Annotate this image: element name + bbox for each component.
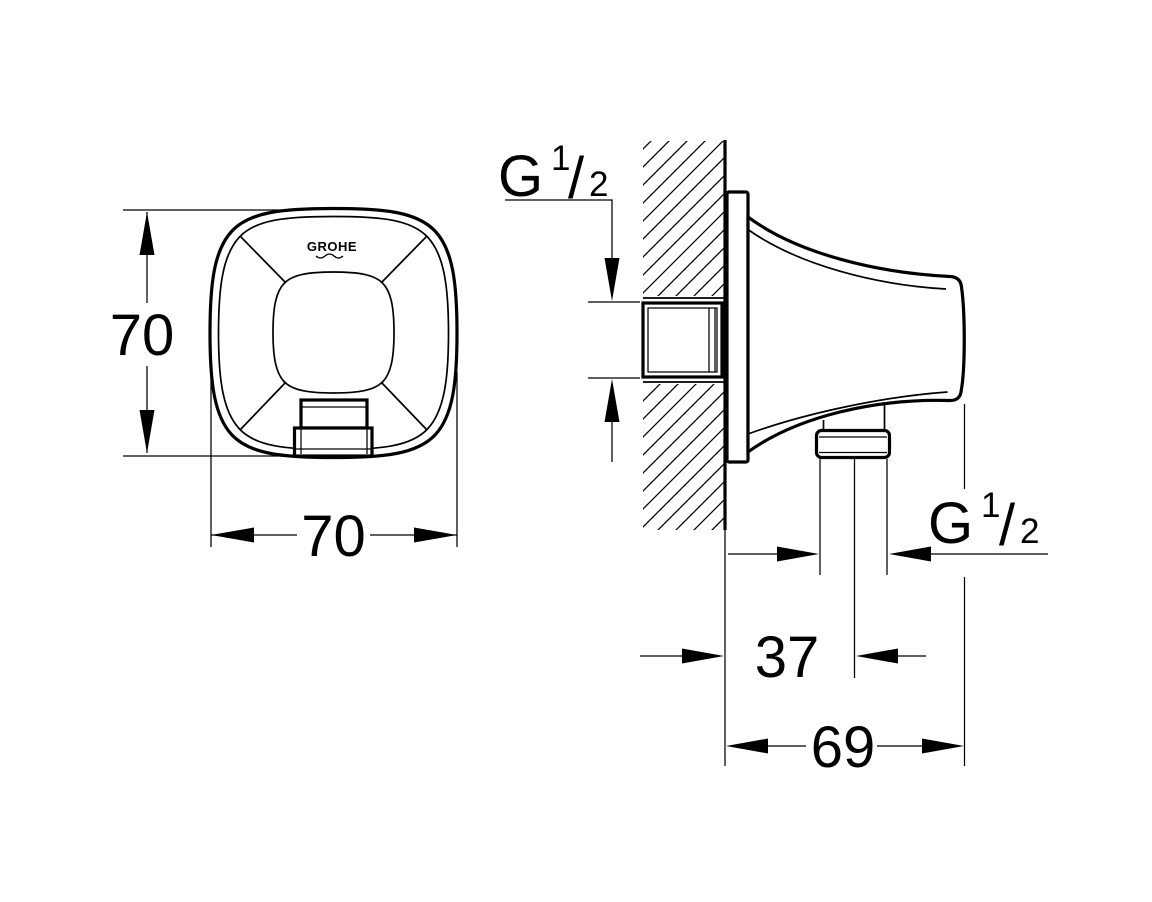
outlet-nut-front-lower bbox=[292, 426, 374, 458]
outlet-thread-dimension: G 1 / 2 bbox=[728, 486, 1048, 562]
inlet-connector bbox=[641, 301, 724, 379]
depth-arrow-left bbox=[726, 738, 768, 754]
side-view: G 1 / 2 G 1 / 2 bbox=[498, 139, 1048, 780]
body-inner-bottom-line bbox=[747, 391, 948, 435]
inlet-thread-arrow-up bbox=[604, 379, 620, 422]
height-arrow-up bbox=[139, 212, 155, 255]
wall-hatch-lower bbox=[643, 384, 725, 530]
outlet-nut bbox=[814, 428, 892, 460]
height-dim-label: 70 bbox=[110, 303, 175, 368]
outlet-thread-arrow-left bbox=[889, 546, 931, 562]
offset-arrow-left bbox=[856, 648, 898, 664]
outlet-thread-arrow-right bbox=[777, 546, 819, 562]
offset-dim-label: 37 bbox=[755, 625, 820, 690]
offset-arrow-right bbox=[682, 648, 724, 664]
bevel-line-top-right bbox=[380, 235, 428, 284]
width-dim-label: 70 bbox=[301, 504, 366, 569]
width-arrow-left bbox=[211, 527, 254, 543]
grohe-logo-wave bbox=[315, 253, 344, 259]
outlet-thread-label: G 1 / 2 bbox=[928, 486, 1039, 558]
bevel-line-bottom-left bbox=[239, 381, 287, 431]
flange-plate bbox=[725, 190, 750, 464]
wall-hatch-upper bbox=[643, 141, 725, 296]
bevel-line-bottom-right bbox=[380, 381, 428, 431]
front-view: GROHE 70 70 bbox=[110, 206, 459, 569]
bevel-line-top-left bbox=[239, 235, 287, 284]
body-inner-top-line bbox=[747, 228, 947, 290]
grohe-logo-text: GROHE bbox=[307, 239, 357, 254]
offset-dimension: 37 bbox=[640, 625, 926, 690]
inlet-thread-dimension: G 1 / 2 bbox=[498, 139, 640, 462]
inlet-thread-label: G 1 / 2 bbox=[498, 139, 608, 211]
depth-arrow-right bbox=[922, 738, 964, 754]
escutcheon-face bbox=[272, 271, 395, 394]
depth-dim-label: 69 bbox=[811, 715, 876, 780]
height-dimension: 70 bbox=[110, 209, 294, 457]
width-dimension: 70 bbox=[210, 372, 458, 569]
inlet-connector-inner bbox=[647, 307, 718, 373]
height-arrow-down bbox=[139, 410, 155, 453]
body-outline bbox=[746, 213, 966, 456]
inlet-thread-leader bbox=[505, 199, 613, 259]
depth-dimension: 69 bbox=[726, 715, 964, 780]
outlet-nut-front-upper bbox=[299, 398, 369, 430]
inlet-thread-arrow-down bbox=[604, 258, 620, 301]
width-arrow-right bbox=[414, 527, 457, 543]
